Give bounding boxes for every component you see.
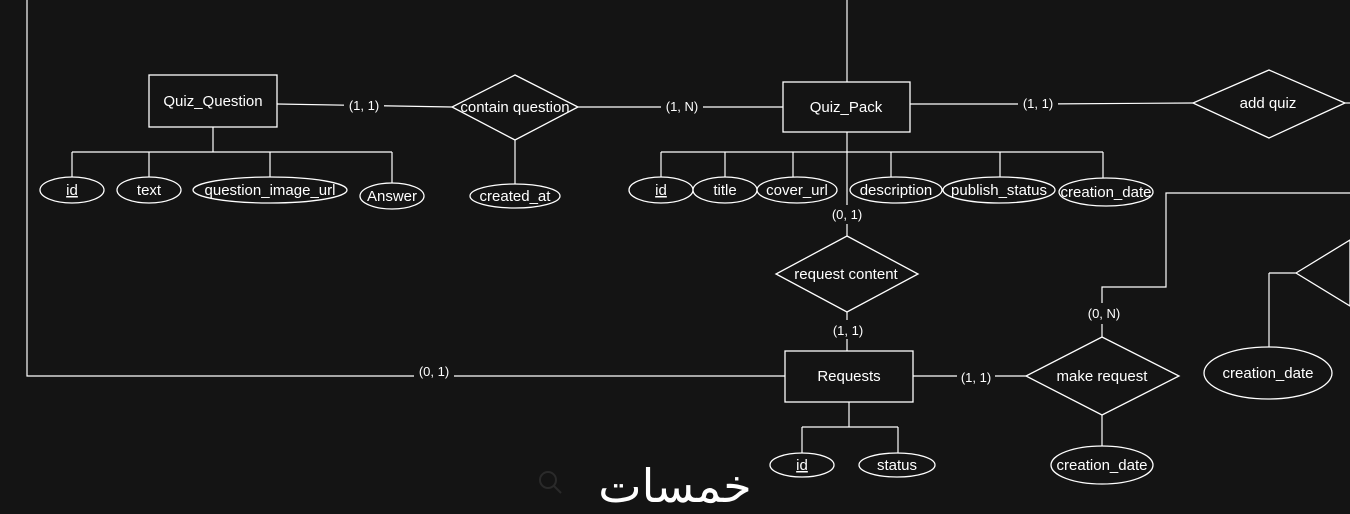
entity-quiz-question-label: Quiz_Question — [163, 93, 262, 110]
search-icon — [539, 471, 562, 494]
cardinality-contain-qp: (1, N) — [666, 99, 699, 114]
relationship-make-request[interactable]: make request — [1024, 336, 1181, 416]
relationship-request-content-label: request content — [794, 266, 898, 283]
relationship-partial-right[interactable] — [1294, 239, 1350, 307]
attr-make-request-creation-date[interactable]: creation_date — [1050, 445, 1154, 485]
relationship-add-quiz-label: add quiz — [1240, 95, 1297, 112]
attr-quiz-question-id[interactable]: id — [39, 176, 105, 204]
attr-answer-label: Answer — [367, 188, 417, 205]
attr-title-label: title — [713, 182, 736, 199]
edge-mr-up-2 — [1101, 192, 1350, 303]
attr-status-label: status — [877, 457, 917, 474]
attr-quiz-question-text[interactable]: text — [116, 176, 182, 204]
entity-requests-label: Requests — [817, 368, 880, 385]
entity-requests[interactable]: Requests — [784, 350, 914, 403]
watermark: خمسات — [539, 460, 752, 512]
attr-status[interactable]: status — [858, 452, 936, 478]
cardinality-qq-contain: (1, 1) — [349, 98, 379, 113]
attr-publish-status-label: publish_status — [951, 182, 1047, 199]
attr-right-creation-date-label: creation_date — [1223, 365, 1314, 382]
attr-make-request-creation-date-label: creation_date — [1057, 457, 1148, 474]
cardinality-rc-rq: (1, 1) — [833, 323, 863, 338]
attr-quiz-question-text-label: text — [137, 182, 162, 199]
attr-created-at-label: created_at — [480, 188, 552, 205]
attr-question-image-url[interactable]: question_image_url — [192, 176, 348, 204]
watermark-logo: خمسات — [598, 460, 751, 512]
entity-quiz-question[interactable]: Quiz_Question — [148, 74, 278, 128]
entity-quiz-pack-label: Quiz_Pack — [810, 99, 883, 116]
entity-quiz-pack[interactable]: Quiz_Pack — [782, 81, 911, 133]
relationship-make-request-label: make request — [1057, 368, 1149, 385]
relationship-add-quiz[interactable]: add quiz — [1191, 69, 1347, 139]
attr-requests-id-label: id — [796, 457, 808, 474]
attr-quiz-pack-creation-date[interactable]: creation_date — [1058, 177, 1154, 207]
edge-left-border-requests — [26, 0, 785, 377]
cardinality-rq-mr: (1, 1) — [961, 370, 991, 385]
attr-cover-url[interactable]: cover_url — [756, 176, 838, 204]
cardinality-qp-rc: (0, 1) — [832, 207, 862, 222]
attr-answer[interactable]: Answer — [359, 182, 425, 210]
relationship-contain-question-label: contain question — [460, 99, 569, 116]
attr-right-creation-date[interactable]: creation_date — [1203, 346, 1333, 400]
attr-publish-status[interactable]: publish_status — [942, 176, 1056, 204]
relationship-request-content[interactable]: request content — [774, 235, 920, 313]
attr-created-at[interactable]: created_at — [469, 183, 561, 209]
cardinality-labels: (1, 1) (1, N) (1, 1) (0, 1) (1, 1) (0, 1… — [344, 95, 1120, 385]
cardinality-qp-addquiz: (1, 1) — [1023, 96, 1053, 111]
attr-description-label: description — [860, 182, 933, 199]
cardinality-left-rq: (0, 1) — [419, 364, 449, 379]
attr-quiz-pack-id-label: id — [655, 182, 667, 199]
attr-question-image-url-label: question_image_url — [205, 182, 336, 199]
attr-quiz-pack-id[interactable]: id — [628, 176, 694, 204]
attr-title[interactable]: title — [692, 176, 758, 204]
attr-quiz-question-id-label: id — [66, 182, 78, 199]
cardinality-mr-up: (0, N) — [1088, 306, 1121, 321]
attr-quiz-pack-creation-date-label: creation_date — [1061, 184, 1152, 201]
relationship-contain-question[interactable]: contain question — [450, 74, 580, 141]
attr-cover-url-label: cover_url — [766, 182, 828, 199]
attr-description[interactable]: description — [849, 176, 943, 204]
attr-requests-id[interactable]: id — [769, 452, 835, 478]
